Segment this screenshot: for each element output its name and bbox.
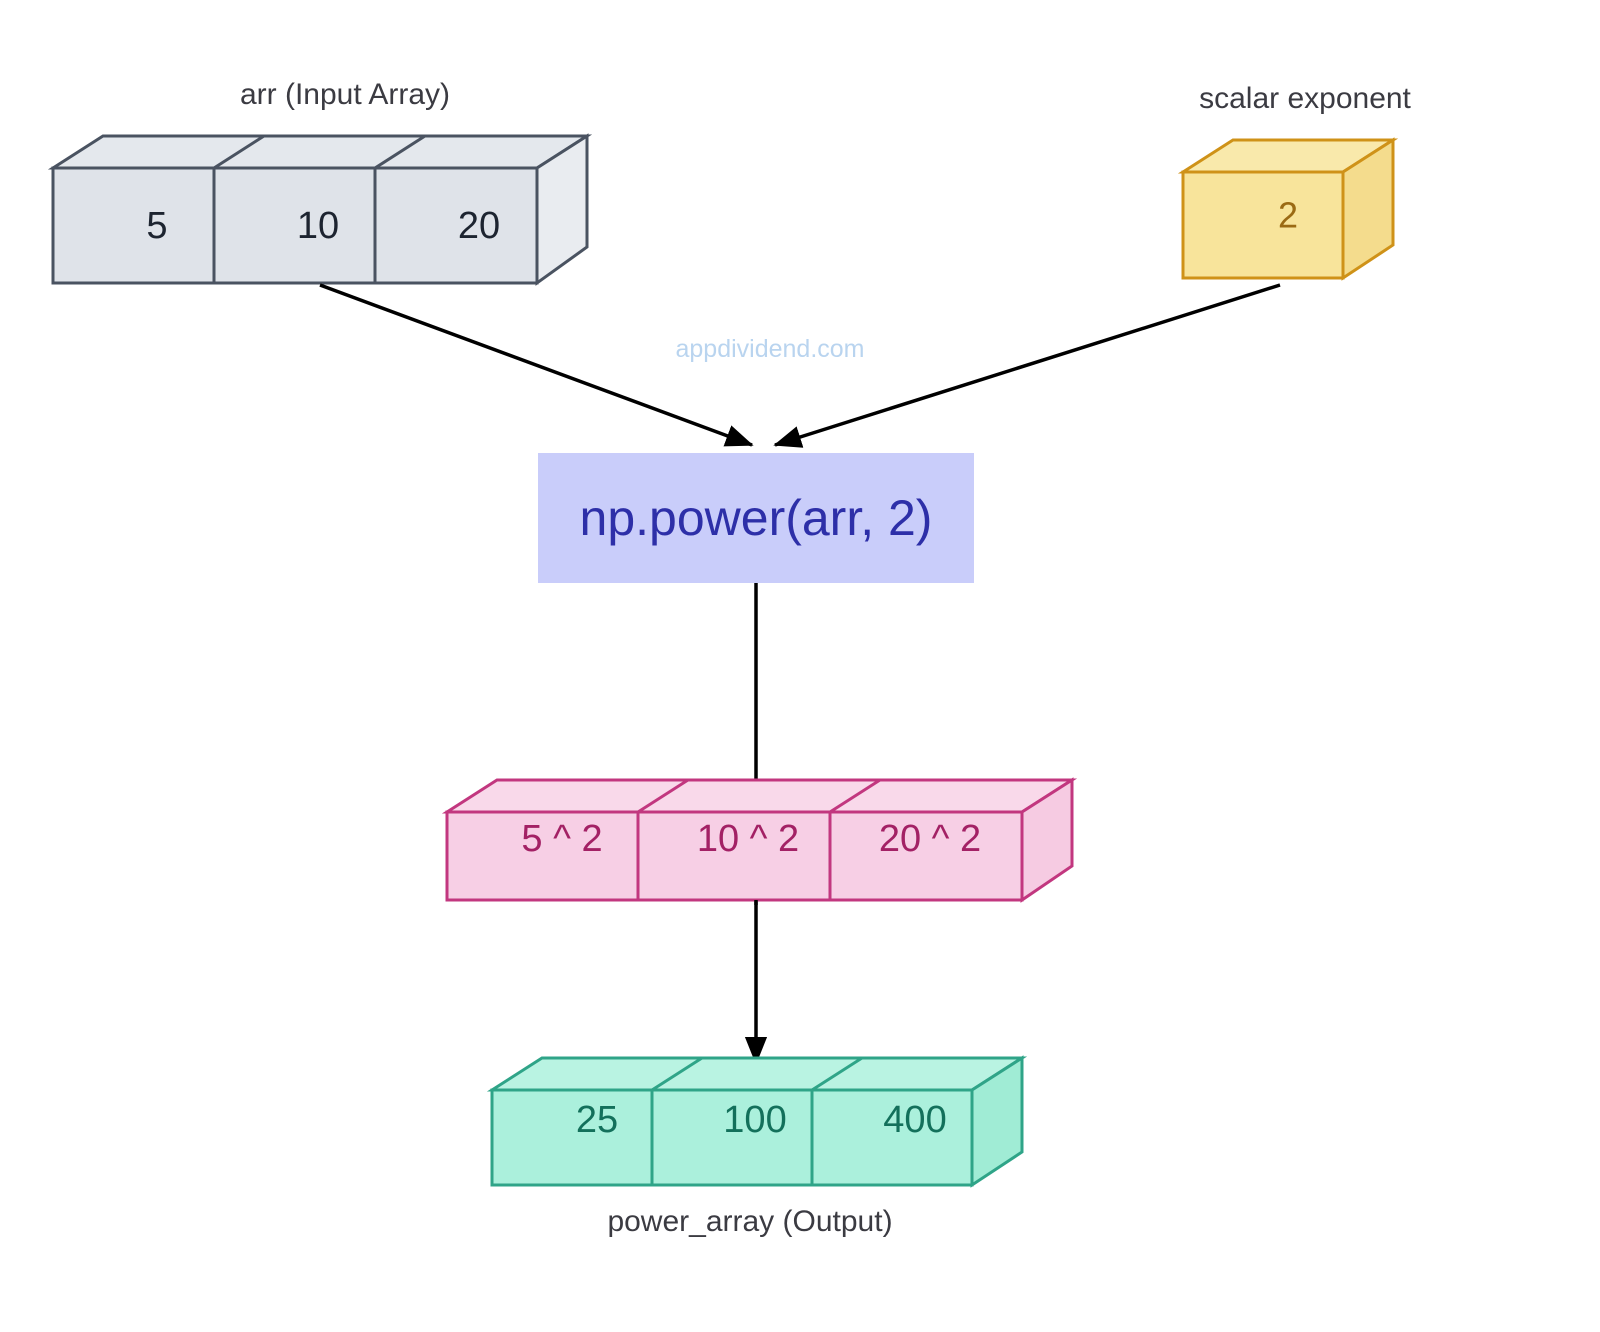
intermediate-cell-2: 20 ^ 2: [879, 818, 981, 860]
output-array-top-divider-2: [811, 1056, 863, 1092]
input-array-top-divider-1: [213, 134, 265, 170]
output-array-top-face: [486, 1056, 1028, 1092]
operation-box[interactable]: np.power(arr, 2): [538, 453, 974, 583]
input-array-top-face: [47, 134, 593, 170]
intermediate-array-front-face: [445, 810, 1024, 902]
intermediate-array-top-divider-2: [829, 778, 881, 814]
input-array-front-face: [51, 166, 539, 285]
output-array-label: power_array (Output): [607, 1205, 893, 1238]
arrow-scalar-to-operation: [773, 283, 1281, 448]
intermediate-cell-1: 10 ^ 2: [697, 818, 799, 860]
scalar-front-face: [1181, 170, 1345, 280]
operation-box-background: [538, 453, 974, 583]
input-array-label: arr (Input Array): [239, 78, 451, 111]
input-cell-0: 5: [146, 205, 167, 247]
watermark-text: appdividend.com: [675, 335, 865, 363]
intermediate-cell-0: 5 ^ 2: [521, 818, 602, 860]
scalar-cell-0: 2: [1278, 195, 1298, 236]
output-cell-0: 25: [576, 1099, 618, 1141]
input-cell-2: 20: [458, 205, 500, 247]
input-array-top-divider-2: [374, 134, 426, 170]
output-array-box: 25 100 400: [486, 1055, 1028, 1188]
output-cell-1: 100: [723, 1099, 786, 1141]
scalar-exponent-box: 2: [1177, 137, 1399, 281]
scalar-exponent-label: scalar exponent: [1199, 82, 1411, 115]
output-array-front-face: [490, 1088, 974, 1187]
operation-label: np.power(arr, 2): [580, 490, 933, 546]
input-cell-1: 10: [297, 205, 339, 247]
input-array-box: 5 10 20: [47, 133, 593, 286]
output-array-top-divider-1: [651, 1056, 703, 1092]
intermediate-array-top-face: [441, 778, 1078, 814]
intermediate-array-top-divider-1: [637, 778, 689, 814]
arrow-input-to-operation: [319, 283, 754, 447]
output-cell-2: 400: [883, 1099, 946, 1141]
intermediate-array-box: 5 ^ 2 10 ^ 2 20 ^ 2: [441, 777, 1078, 903]
